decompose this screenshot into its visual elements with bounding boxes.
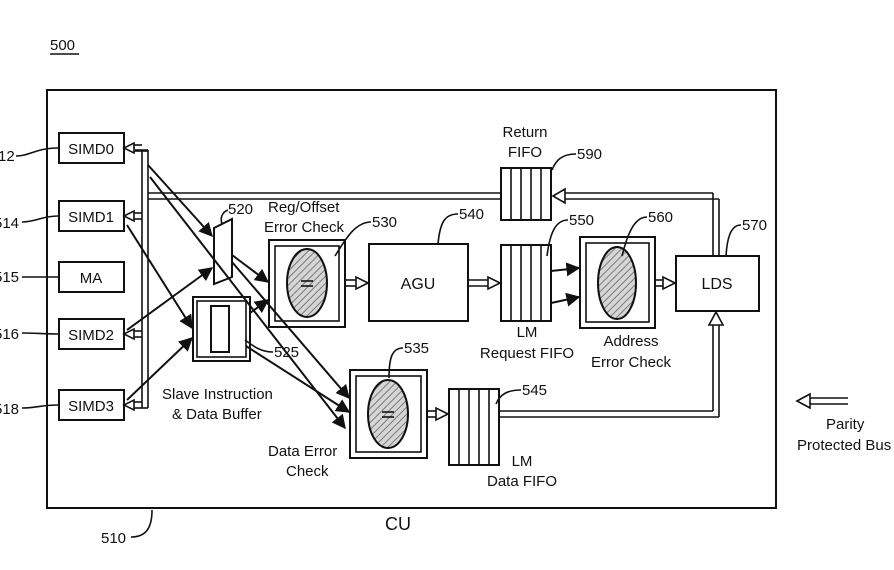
simd1-ref: 514 xyxy=(0,215,19,232)
lds-label: LDS xyxy=(701,276,732,293)
simd0-label: SIMD0 xyxy=(68,141,114,158)
pipeline-parity-links xyxy=(345,275,677,422)
lds-ref: 570 xyxy=(742,217,767,234)
ma-label: MA xyxy=(80,270,103,287)
agu-block: AGU xyxy=(368,243,469,322)
simd2-ref: 516 xyxy=(0,326,19,343)
legend-label-1: Parity xyxy=(826,416,865,433)
address-check-label-1: Address xyxy=(603,333,658,350)
return-path-bus xyxy=(551,187,720,256)
legend-label-2: Protected Bus xyxy=(797,437,891,454)
reg-offset-label-1: Reg/Offset xyxy=(268,199,340,216)
parity-bus-legend: Parity Protected Bus xyxy=(795,392,891,454)
mux-520 xyxy=(213,217,233,286)
simd1-block: SIMD1 xyxy=(58,200,125,232)
lm-data-ref: 545 xyxy=(522,382,547,399)
slave-buffer-label-1: Slave Instruction xyxy=(162,386,273,403)
lds-block: LDS xyxy=(675,255,760,312)
reg-offset-ref: 530 xyxy=(372,214,397,231)
simd3-block: SIMD3 xyxy=(58,389,125,421)
data-check-label-2: Check xyxy=(286,463,329,480)
simd0-block: SIMD0 xyxy=(58,132,125,164)
return-fifo xyxy=(500,167,552,221)
lm-data-fifo xyxy=(448,388,500,466)
simd2-block: SIMD2 xyxy=(58,318,125,350)
simd3-ref: 518 xyxy=(0,401,19,418)
simd2-label: SIMD2 xyxy=(68,327,114,344)
return-fifo-label-1: Return xyxy=(502,124,547,141)
data-check-ref: 535 xyxy=(404,340,429,357)
data-fifo-to-lds-bus xyxy=(500,310,725,418)
reg-offset-error-check xyxy=(268,239,346,328)
slave-buffer-label-2: & Data Buffer xyxy=(172,406,262,423)
simd0-ref: 12 xyxy=(0,148,15,165)
return-fifo-label-2: FIFO xyxy=(508,144,542,161)
lm-request-label-1: LM xyxy=(517,324,538,341)
lm-data-label-1: LM xyxy=(512,453,533,470)
lm-data-label-2: Data FIFO xyxy=(487,473,557,490)
lm-request-ref: 550 xyxy=(569,212,594,229)
address-check-label-2: Error Check xyxy=(591,354,672,371)
dataflow-arrows xyxy=(126,164,581,430)
simd3-label: SIMD3 xyxy=(68,398,114,415)
ma-block: MA xyxy=(58,261,125,293)
agu-label: AGU xyxy=(401,276,436,293)
simd1-label: SIMD1 xyxy=(68,209,114,226)
legend-arrow-icon xyxy=(795,392,811,410)
cu-ref: 510 xyxy=(101,530,126,547)
address-error-check xyxy=(579,236,656,329)
cu-ref-leader xyxy=(130,509,153,538)
data-check-label-1: Data Error xyxy=(268,443,337,460)
data-error-check xyxy=(349,369,428,459)
slave-instruction-data-buffer xyxy=(192,296,251,362)
simd-parity-bus xyxy=(122,141,500,412)
lm-request-fifo xyxy=(500,244,552,322)
reg-offset-label-2: Error Check xyxy=(264,219,345,236)
mux-ref: 520 xyxy=(228,201,253,218)
cu-label: CU xyxy=(385,514,411,534)
address-check-ref: 560 xyxy=(648,209,673,226)
ma-ref: 515 xyxy=(0,269,19,286)
lm-request-label-2: Request FIFO xyxy=(480,345,574,362)
figure-number: 500 xyxy=(50,37,75,54)
return-fifo-ref: 590 xyxy=(577,146,602,163)
agu-ref: 540 xyxy=(459,206,484,223)
